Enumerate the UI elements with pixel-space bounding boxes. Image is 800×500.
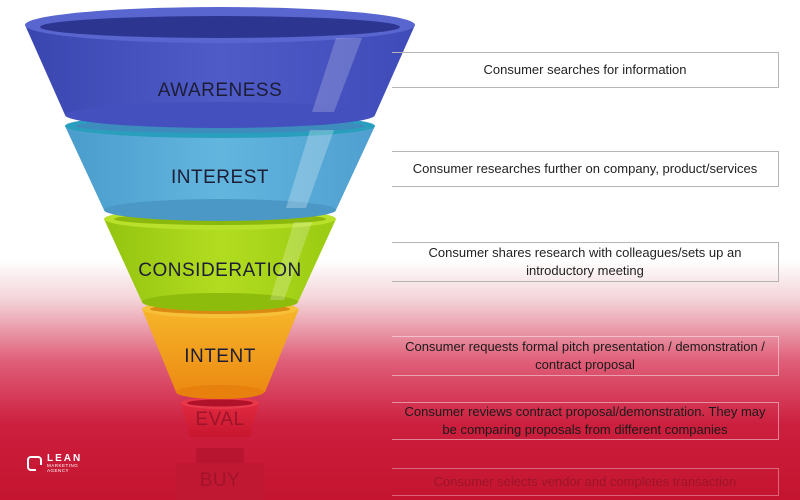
stage-awareness-shape (25, 7, 415, 128)
logo-subtitle: MARKETING AGENCY (47, 463, 79, 473)
logo-mark-icon (27, 455, 42, 471)
description-consideration: Consumer shares research with colleagues… (392, 242, 779, 282)
stage-label-intent: INTENT (184, 346, 256, 367)
description-interest: Consumer researches further on company, … (392, 151, 779, 187)
stage-label-buy: BUY (199, 470, 241, 491)
stage-label-eval: EVAL (195, 409, 245, 430)
description-awareness: Consumer searches for information (392, 52, 779, 88)
company-logo: LEAN MARKETING AGENCY (27, 454, 99, 473)
stage-eval-shape (181, 397, 259, 437)
description-buy: Consumer selects vendor and completes tr… (392, 468, 779, 496)
stage-interest-shape (65, 114, 375, 221)
description-eval: Consumer reviews contract proposal/demon… (392, 402, 779, 440)
stage-label-interest: INTEREST (171, 167, 269, 188)
logo-wordmark: LEAN (47, 453, 83, 464)
stage-label-consideration: CONSIDERATION (138, 260, 302, 281)
stage-label-awareness: AWARENESS (157, 80, 283, 101)
stage-buy-shape (176, 448, 264, 500)
description-intent: Consumer requests formal pitch presentat… (392, 336, 779, 376)
